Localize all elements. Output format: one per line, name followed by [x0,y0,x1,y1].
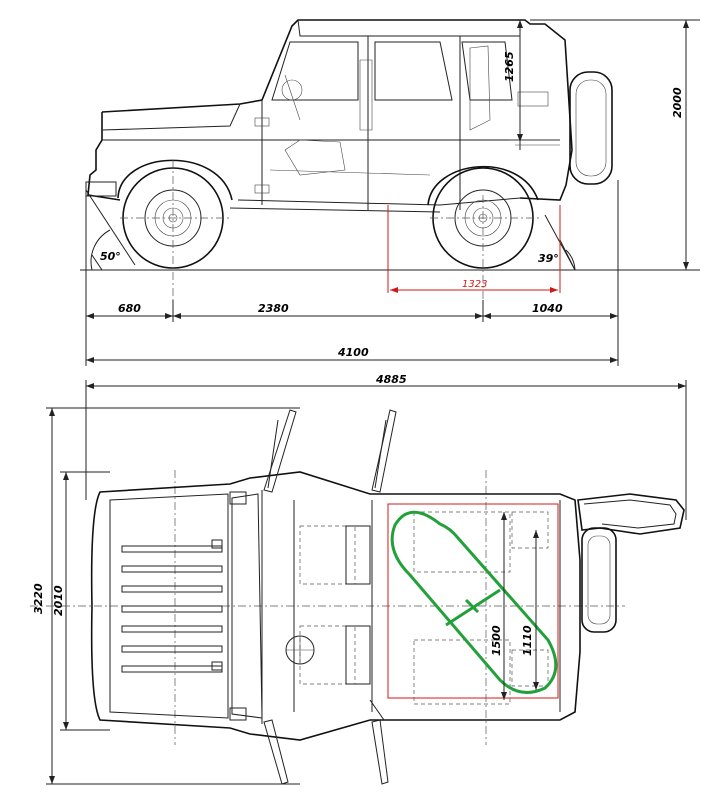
spare-tire [569,71,613,185]
cargo-length-dimension: 1323 [387,205,561,293]
front-overhang-label: 680 [118,302,141,315]
top-view: 4885 3220 2010 [30,373,687,785]
side-length-dimensions: 680 2380 1040 4100 [85,180,619,366]
cargo-area-outline [387,503,559,699]
front-window [271,41,359,101]
side-body-outline [85,19,613,213]
overall-length-label: 4100 [337,346,369,359]
departure-angle-label: 39° [538,252,559,265]
front-bumper [85,181,117,197]
hood-vents [121,545,223,673]
rear-side-window [461,41,513,101]
roof-height-label: 1265 [503,51,516,82]
approach-angle-line [85,189,136,266]
cargo-capsule [390,510,558,694]
top-body-outline [90,471,581,741]
cargo-width-label: 1500 [490,625,503,656]
hood [109,493,229,719]
cargo-width-inner-label: 1110 [521,625,534,656]
width-doors-open-label: 3220 [32,583,45,614]
cargo-length-label: 1323 [462,279,487,290]
side-height-dimensions: 2000 1265 [503,19,700,270]
overall-width-label: 2010 [52,585,65,616]
approach-angle-label: 50° [100,250,121,263]
spare-tire-carrier [577,493,685,633]
wheelbase-label: 2380 [258,302,289,315]
overall-height-label: 2000 [671,87,684,118]
cargo-width-dimensions: 1500 1110 [490,512,539,700]
rear-overhang-label: 1040 [532,302,563,315]
top-length-dimension: 4885 [85,373,687,520]
rear-seats [413,511,549,705]
rear-door-window [374,41,453,101]
side-view: 50° 39° 1323 680 2380 1040 4100 [80,19,700,366]
front-seats [299,525,371,685]
length-doors-open-label: 4885 [375,373,407,386]
open-doors [263,409,397,785]
